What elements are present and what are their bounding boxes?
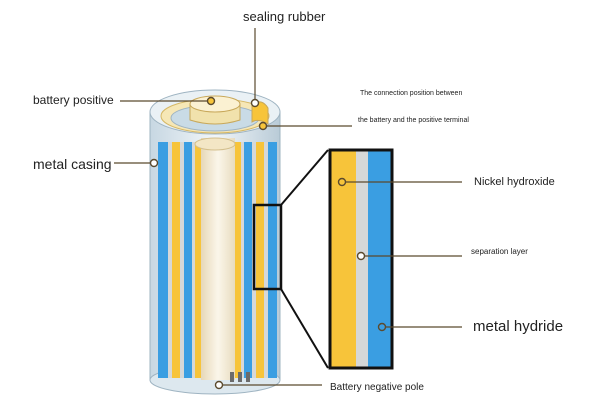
label-metal-casing: metal casing (33, 156, 112, 172)
dot-negative-pole (214, 380, 224, 390)
zoom-connector-top (280, 149, 329, 206)
label-connection-line1: The connection position between (360, 90, 463, 97)
dot-battery-positive (206, 96, 216, 106)
dot-connection (258, 121, 268, 131)
zoomed-cross-section (328, 148, 394, 370)
top-cap (149, 89, 281, 151)
dot-metal-hydride (377, 322, 387, 332)
zoom-source-frame (252, 203, 283, 291)
label-battery-positive: battery positive (33, 93, 114, 107)
bottom-tabs (230, 372, 250, 382)
dot-metal-casing (149, 158, 159, 168)
label-separation-layer: separation layer (471, 247, 528, 256)
electrode-layers-right (235, 142, 277, 378)
label-nickel-hydroxide: Nickel hydroxide (474, 176, 555, 188)
dot-separation-layer (356, 251, 366, 261)
marker-dots (149, 96, 387, 390)
inner-core (201, 138, 235, 380)
label-connection-line2: the battery and the positive terminal (358, 117, 469, 124)
electrode-layers-left (158, 142, 201, 378)
zoom-connector-bottom (280, 288, 329, 369)
label-metal-hydride: metal hydride (473, 318, 564, 335)
label-negative-pole: Battery negative pole (330, 382, 424, 393)
dot-sealing-rubber (250, 98, 260, 108)
zoom-frame (328, 148, 394, 370)
leader-lines (114, 28, 462, 386)
label-sealing-rubber: sealing rubber (243, 9, 326, 24)
dot-nickel-hydroxide (337, 177, 347, 187)
